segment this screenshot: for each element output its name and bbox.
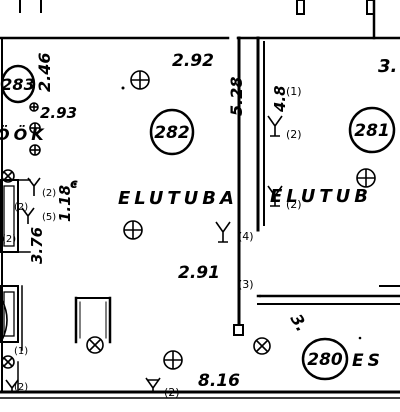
ref-label: (3): [238, 278, 254, 291]
ref-label: (2): [42, 188, 56, 199]
room-tag-280: 280: [301, 337, 349, 381]
room-number: 281: [354, 121, 390, 141]
dimension-label: 3.: [378, 56, 397, 77]
ref-label: (2): [14, 382, 28, 393]
room-name-280: ES: [352, 351, 384, 371]
ref-label: (2): [14, 202, 28, 213]
ref-label: (2): [286, 198, 302, 211]
room-name-282: ELUTUBA: [118, 188, 238, 209]
outlet-icon: [5, 379, 19, 392]
dimension-label: 4.8: [271, 85, 289, 113]
outlet-icon: [21, 207, 35, 224]
ref-label: (2): [164, 386, 180, 399]
wall-lamp-icon: [1, 355, 15, 369]
room-tags: 283 282 281 280: [0, 64, 396, 381]
outlet-icon: [27, 177, 41, 196]
wall-lamp-icon: [86, 336, 104, 354]
room-number: 282: [154, 123, 190, 143]
ref-label: (1): [286, 85, 302, 98]
ceiling-light-icon: [130, 70, 150, 90]
ref-label: (1): [14, 346, 28, 357]
outlet-icon: [267, 115, 283, 137]
room-name-left: ÖÖK: [0, 125, 48, 144]
ceiling-light-icon: [29, 122, 41, 134]
ceiling-light-icon: [29, 102, 39, 112]
light-fixtures: [1, 70, 376, 370]
dimension-label: 3.: [287, 311, 312, 335]
wall-lamp-icon: [1, 169, 15, 183]
room-number: 280: [307, 350, 343, 370]
ref-label: (4): [238, 230, 254, 243]
room-name-281: ELUTUB: [270, 186, 372, 207]
outlet-icon: [267, 185, 283, 207]
ceiling-light-icon: [163, 350, 183, 370]
ref-label: (5): [42, 212, 56, 223]
ceiling-light-icon: [29, 144, 41, 156]
dimension-label: 2.92: [172, 51, 214, 71]
ceiling-light-icon: [123, 220, 143, 240]
walls: [0, 0, 400, 399]
dimension-label: 2.46: [35, 53, 54, 92]
outlet-icon: [145, 377, 161, 392]
ref-label: (2): [286, 128, 302, 141]
room-tag-281: 281: [348, 106, 396, 154]
dimensions: 2.46 2.93 2.92 5.28 4.8 1.18 3.76 2.91 8…: [28, 51, 397, 391]
references: (1) (2) (2) (4) (3) (2) (2) (5) (2) (2) …: [2, 85, 302, 399]
column: [296, 0, 305, 15]
dimension-label: 2.91: [178, 263, 220, 283]
room-names: ÖÖK ELUTUBA ELUTUB ES: [0, 125, 384, 371]
ceiling-light-icon: [356, 168, 376, 188]
dimension-label: 5.28: [227, 77, 246, 116]
dimension-label: 3.76: [28, 227, 46, 264]
room-number: 283: [1, 75, 34, 94]
outlet-icon: [215, 221, 231, 243]
dimension-label: 1.18: [56, 185, 74, 222]
ref-label: (2): [2, 234, 16, 245]
room-tag-282: 282: [149, 108, 195, 156]
wall-lamp-icon: [253, 337, 271, 355]
dimension-label: 8.16: [198, 371, 240, 391]
dimension-label: c: [70, 177, 78, 192]
dimension-label: 2.93: [40, 104, 77, 122]
room-tag-283: 283: [0, 64, 36, 104]
outlets: [5, 115, 283, 392]
